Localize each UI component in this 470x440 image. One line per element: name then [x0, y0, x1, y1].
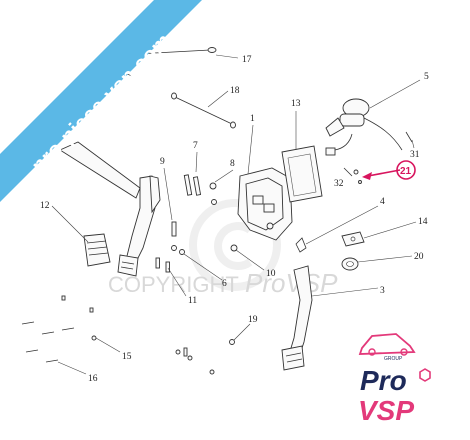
callout-21: 21 — [400, 166, 412, 177]
callout-17: 17 — [242, 55, 252, 65]
callout-16: 16 — [88, 374, 98, 384]
studs-group — [163, 151, 234, 237]
part-18-rod — [171, 90, 236, 129]
part-12-pedal-pad — [51, 205, 111, 267]
callout-15: 15 — [122, 352, 132, 362]
watermark-copyright: COPYRIGHT — [108, 272, 239, 297]
callout-10: 10 — [266, 269, 276, 279]
watermark-brand: ProVSP — [245, 268, 338, 298]
provsp-logo: GROUP Pro VSP — [358, 333, 431, 426]
small-hardware — [175, 347, 215, 375]
highlight-arrow-21 — [362, 160, 416, 180]
bolts-15-16 — [21, 295, 121, 375]
banner-text: pro-piece-vsp.com — [27, 29, 175, 177]
callout-14: 14 — [418, 217, 428, 227]
part-3-brake-pedal — [281, 265, 379, 371]
part-20-grommet — [341, 255, 413, 271]
part-1-pedal-box — [237, 124, 293, 241]
callout-18: 18 — [230, 86, 240, 96]
part-13-gasket — [281, 111, 323, 203]
callout-9: 9 — [160, 157, 165, 167]
callout-1: 1 — [250, 114, 255, 124]
callout-8: 8 — [230, 159, 235, 169]
logo-pro: Pro — [360, 365, 407, 396]
clutch-pedal-assembly — [59, 141, 161, 277]
bolts-6-11 — [155, 245, 223, 297]
callout-6: 6 — [222, 279, 227, 289]
callout-20: 20 — [414, 252, 424, 262]
callout-7: 7 — [193, 141, 198, 151]
logo-group: GROUP — [384, 356, 403, 362]
callout-4: 4 — [380, 197, 385, 207]
part-4-clip — [295, 205, 379, 253]
part-32-pin — [343, 167, 362, 184]
callout-11: 11 — [188, 296, 197, 306]
callout-32: 32 — [334, 179, 344, 189]
callout-19: 19 — [248, 315, 258, 325]
part-14-plate — [341, 221, 417, 247]
callout-3: 3 — [380, 286, 385, 296]
callout-13: 13 — [291, 99, 301, 109]
part-10-nut — [230, 244, 265, 271]
part-5-master-cylinder — [325, 79, 421, 156]
logo-vsp: VSP — [358, 395, 414, 426]
part-19-bolt — [229, 323, 251, 345]
callout-12: 12 — [40, 201, 50, 211]
watermark-circle — [189, 199, 281, 291]
callout-31: 31 — [410, 150, 420, 160]
callout-5: 5 — [424, 72, 429, 82]
